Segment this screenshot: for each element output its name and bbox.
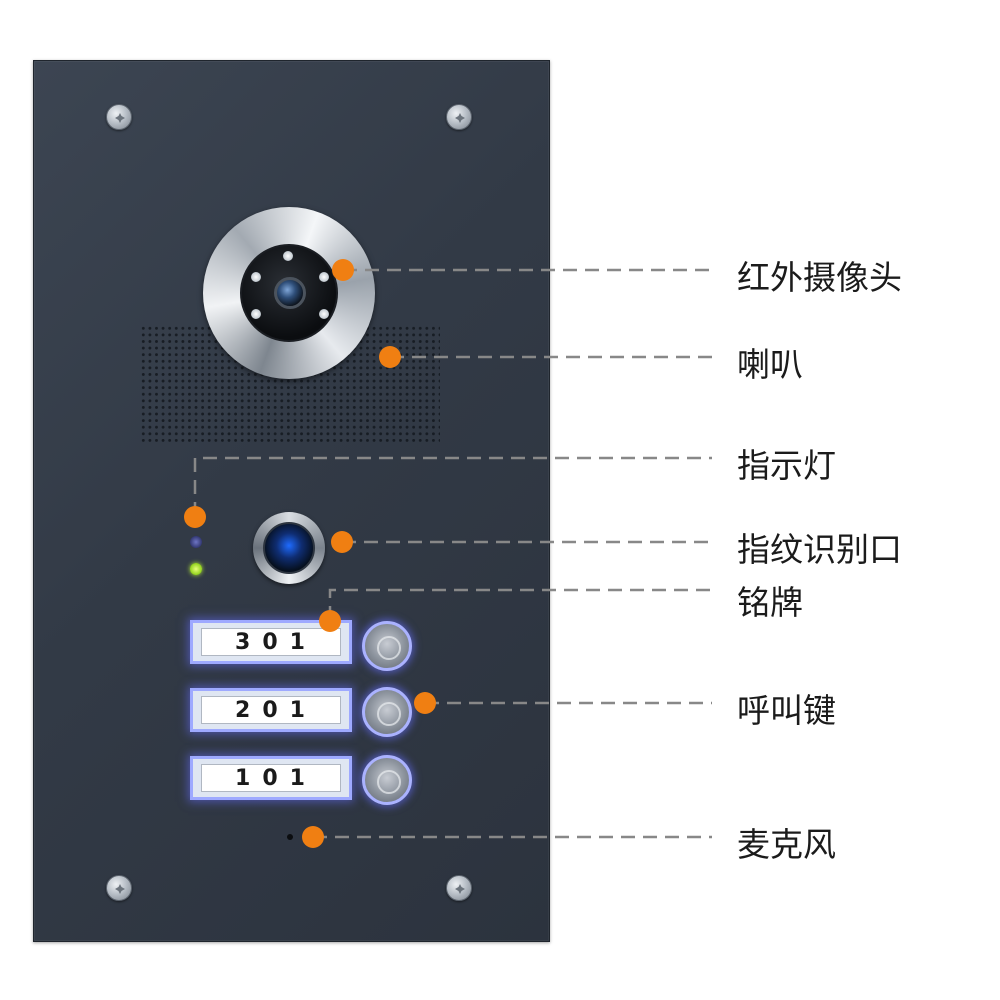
nameplate-number: 101 (201, 764, 341, 792)
ir-led (251, 272, 261, 282)
nameplate: 201 (190, 688, 352, 732)
label-fingerprint: 指纹识别口 (737, 530, 902, 569)
screw-icon (106, 104, 132, 130)
camera-housing (240, 244, 338, 342)
microphone-hole (287, 834, 293, 840)
camera-lens-icon (274, 277, 306, 309)
label-call-key: 呼叫键 (737, 691, 836, 730)
screw-icon (106, 875, 132, 901)
label-indicator: 指示灯 (737, 446, 836, 485)
ir-led (319, 309, 329, 319)
fingerprint-icon (263, 522, 315, 574)
screw-icon (446, 104, 472, 130)
ir-led (319, 272, 329, 282)
screw-icon (446, 875, 472, 901)
call-button-icon[interactable] (362, 621, 412, 671)
label-nameplate: 铭牌 (737, 583, 803, 622)
nameplate: 101 (190, 756, 352, 800)
label-microphone: 麦克风 (737, 825, 836, 864)
label-camera: 红外摄像头 (737, 258, 902, 297)
nameplate-number: 301 (201, 628, 341, 656)
nameplate: 301 (190, 620, 352, 664)
indicator-light-green (190, 563, 202, 575)
label-speaker: 喇叭 (737, 345, 803, 384)
indicator-light-blue (190, 536, 202, 548)
nameplate-number: 201 (201, 696, 341, 724)
call-button-icon[interactable] (362, 687, 412, 737)
intercom-panel (33, 60, 550, 942)
ir-led (251, 309, 261, 319)
ir-led (283, 251, 293, 261)
call-button-icon[interactable] (362, 755, 412, 805)
